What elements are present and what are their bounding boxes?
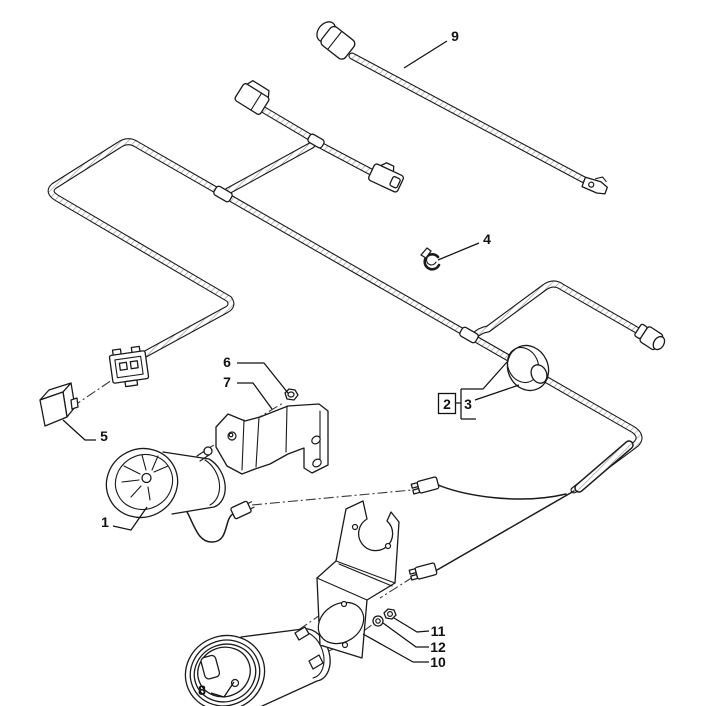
harness-connector-d	[410, 476, 440, 495]
callout-12[interactable]: 12	[430, 639, 446, 655]
cable-9-connector	[316, 21, 356, 60]
callout-labels: 1 2 3 4 5 6 7 8 9 10 11 12	[100, 28, 491, 698]
callout-2[interactable]: 2	[443, 396, 451, 412]
branch-connector-b	[368, 162, 404, 193]
callout-4[interactable]: 4	[483, 231, 491, 247]
hex-nut-6	[284, 388, 299, 401]
callout-10[interactable]: 10	[430, 654, 446, 670]
callout-leader-lines	[62, 40, 520, 698]
grommet	[506, 344, 550, 392]
harness-junction-sleeves	[213, 133, 479, 344]
buzzer-sound-slots	[121, 454, 169, 501]
pigtail-connector-g	[230, 500, 255, 520]
relay-cover	[39, 382, 79, 427]
callout-7[interactable]: 7	[223, 374, 231, 390]
callout-6[interactable]: 6	[223, 354, 231, 370]
callout-2-box	[437, 392, 457, 415]
hex-nut-11	[383, 608, 397, 620]
callout-8[interactable]: 8	[198, 682, 206, 698]
horn-bracket	[316, 500, 400, 659]
cable-clip	[420, 247, 441, 271]
branch-connector-a	[234, 80, 270, 115]
harness-cables	[47, 52, 646, 571]
cable-9-terminal	[581, 176, 608, 195]
callout-5[interactable]: 5	[100, 428, 108, 444]
callout-1[interactable]: 1	[101, 514, 109, 530]
horn	[184, 626, 331, 706]
callout-3[interactable]: 3	[464, 396, 472, 412]
harness-connector-c	[108, 345, 150, 388]
bullet-connector-f	[634, 323, 666, 351]
buzzer	[105, 446, 226, 519]
callout-11[interactable]: 11	[431, 623, 446, 639]
buzzer-bracket	[215, 403, 329, 475]
harness-connector-e	[408, 562, 438, 581]
callout-9[interactable]: 9	[451, 28, 459, 44]
washer-12	[372, 615, 384, 627]
